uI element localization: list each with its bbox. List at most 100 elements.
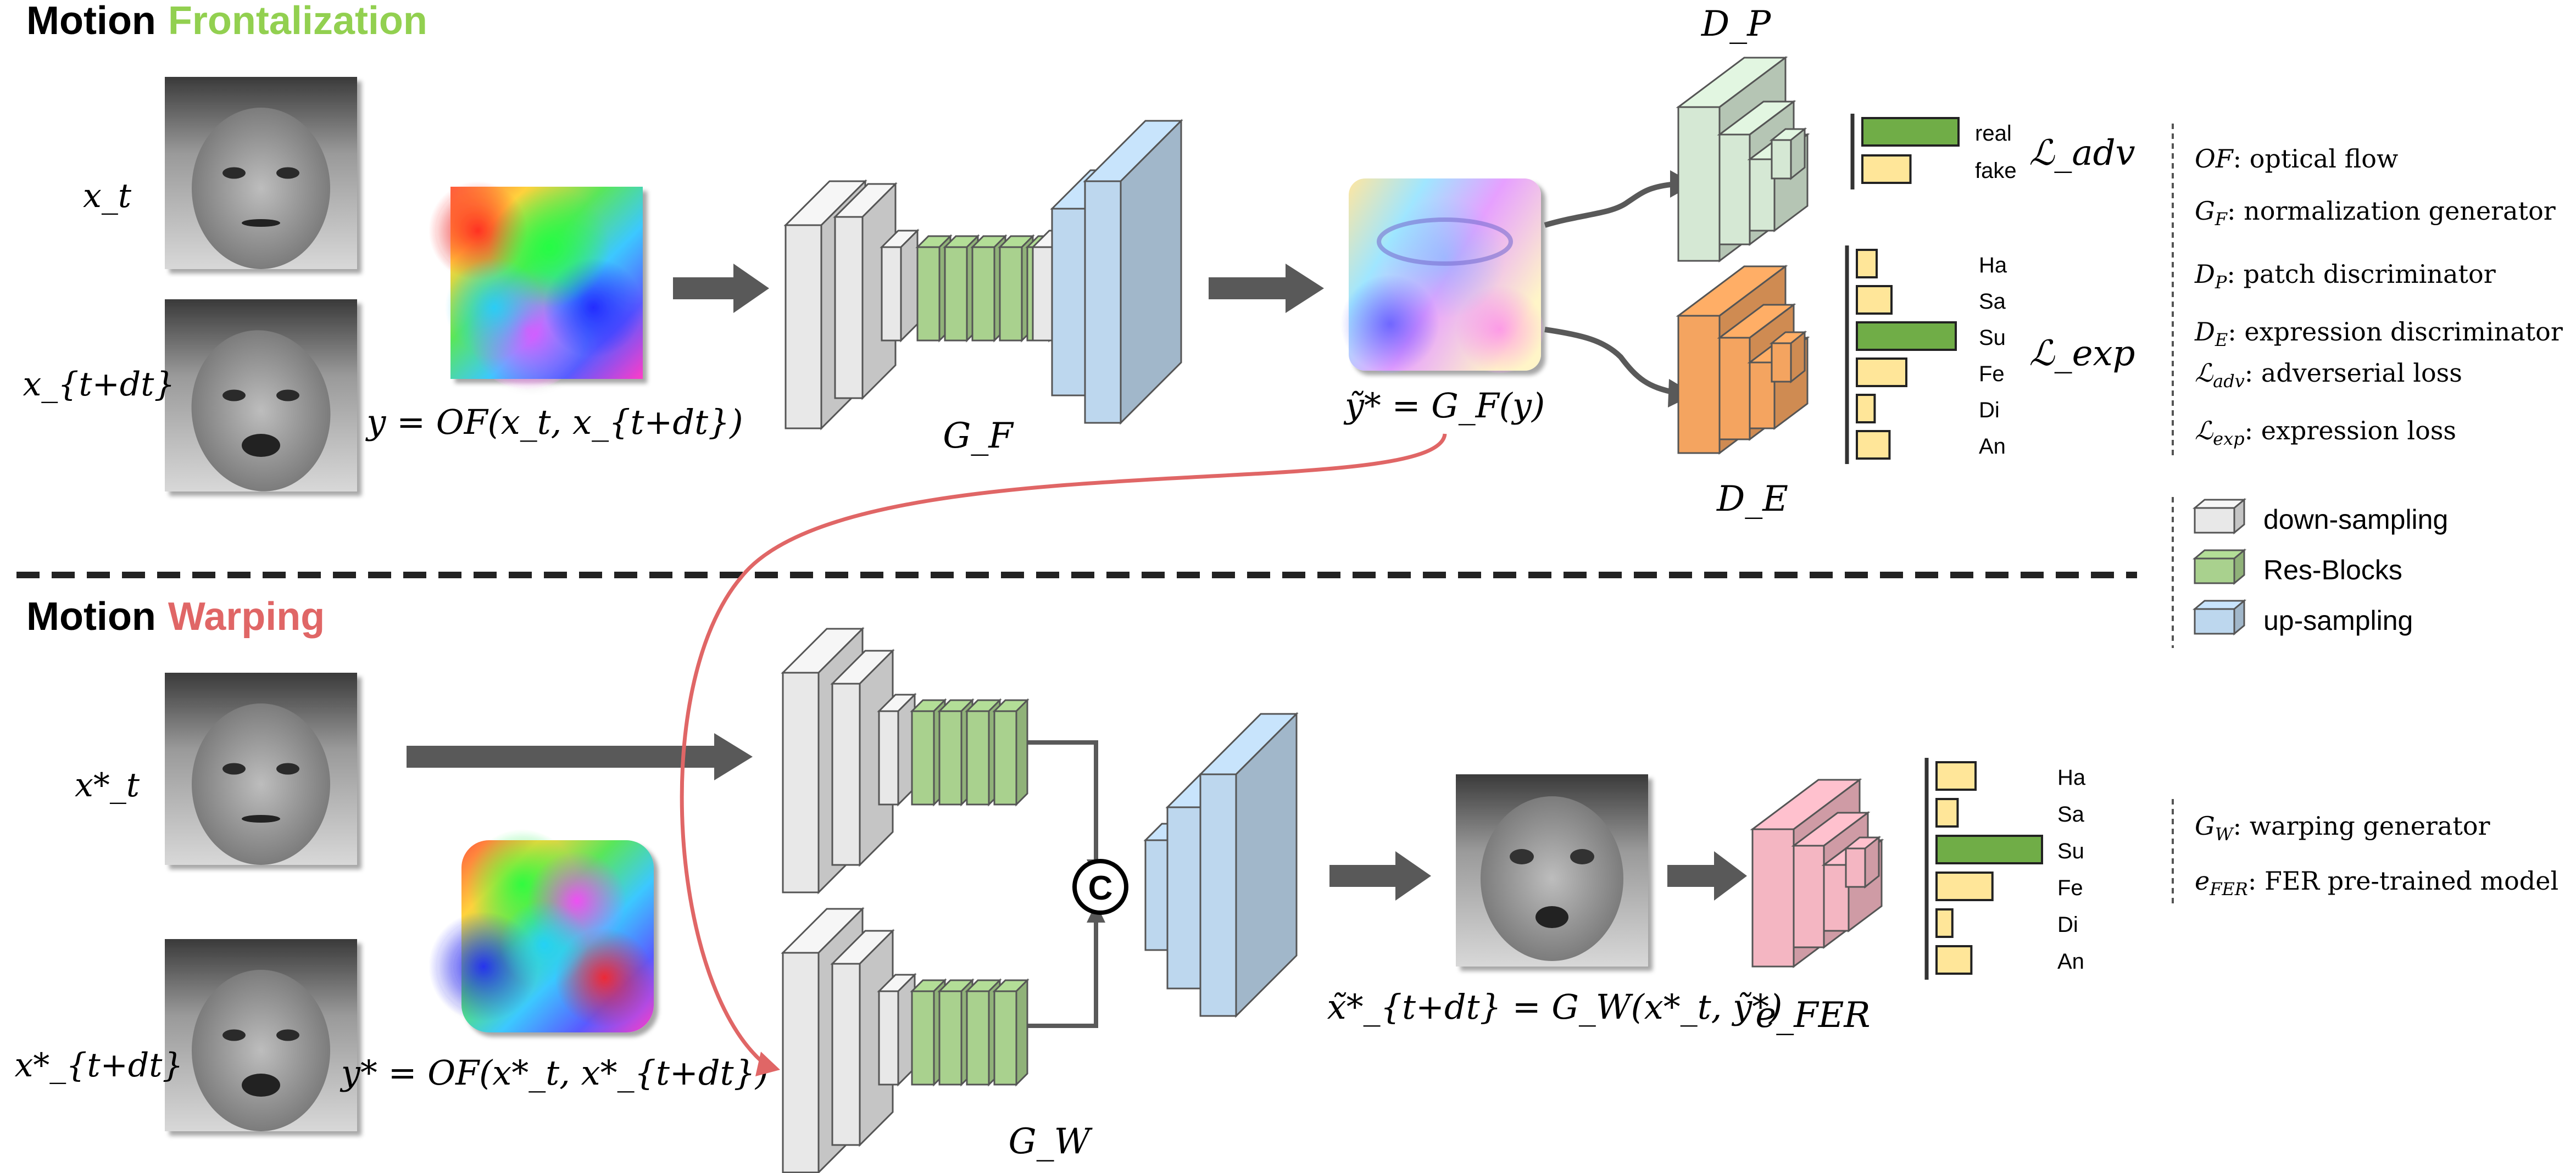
face-xtdt-mouth: [242, 434, 280, 457]
flow-label-bottom: y* = OF(x*_t, x*_{t+dt}): [340, 1053, 769, 1093]
gw-top-res-block-2-front: [938, 710, 962, 806]
dp-block-4-front: [1771, 139, 1792, 180]
gw-bottom-down-block-2: [830, 929, 895, 1147]
de-block-2-front: [1718, 337, 1751, 440]
face-xtdt-eye-right: [276, 389, 299, 401]
legend-block-2-front: [2194, 557, 2235, 584]
face-xtdt-star: [165, 939, 357, 1131]
legend-def-1-text: : optical flow: [2233, 144, 2399, 174]
legend-block-label-3: up-sampling: [2263, 605, 2413, 636]
discriminator-arrows: [1544, 181, 1676, 395]
gf-down-block-3-front: [881, 246, 902, 342]
legend-def-2-symbol: G: [2195, 196, 2215, 226]
gw-top-res-block-4-front: [993, 710, 1017, 806]
de-block-4: [1769, 330, 1807, 384]
face-xt-eye-right: [276, 167, 299, 179]
fer-bars-label-ha: Ha: [2057, 766, 2086, 790]
face-xt-star-mouth: [242, 815, 280, 823]
optical-flow-image-bottom: [429, 829, 654, 1032]
gf-down-block-2: [833, 182, 898, 400]
gw-bottom-res-block-2-front: [938, 990, 962, 1086]
legend-def-bottom-1-sub: W: [2215, 824, 2235, 845]
legend-def-5-sub: adv: [2213, 371, 2245, 392]
legend-def-4-text: : expression discriminator: [2228, 317, 2563, 347]
adv-bars-bar-real: [1861, 117, 1960, 147]
gw-top-res-block-4-side: [1015, 698, 1028, 807]
fer-bars-label-su: Su: [2057, 839, 2084, 863]
concat-connectors: [1016, 740, 1098, 1028]
loss-label-exp: ℒ_exp: [2029, 333, 2135, 374]
fer-bars-bar-an: [1935, 945, 1973, 975]
face-xt-head: [192, 108, 330, 269]
legend-def-4-sub: E: [2215, 329, 2228, 350]
flow-arrows: [407, 264, 1747, 901]
dp-block-4: [1769, 127, 1807, 181]
gw-bottom-down-block-3: [877, 973, 917, 1087]
fer-bars-bar-sa: [1935, 798, 1959, 828]
legend-def-1: OF: optical flow: [2195, 144, 2398, 174]
expr-bars-label-sa: Sa: [1979, 289, 2006, 314]
gw-up-block-1-front: [1144, 839, 1169, 951]
gw-bottom-res-block-4-front: [993, 990, 1017, 1086]
legend-block-3-front: [2194, 608, 2235, 635]
dp-block-2-front: [1718, 133, 1751, 245]
gf-down-block-2-front: [834, 216, 864, 399]
gw-top-down-block-1-front: [782, 672, 820, 893]
expr-bars-bar-di: [1856, 394, 1876, 423]
input-label-xtdt: x_{t+dt}: [23, 365, 175, 404]
face-xt-star-head: [192, 703, 330, 865]
gw-top-down-block-2-front: [831, 683, 861, 866]
legend-def-5: ℒadv: adverserial loss: [2195, 358, 2462, 392]
fer-block-1-front: [1751, 828, 1795, 968]
arrow-to-de: [1544, 327, 1676, 395]
legend-def-bottom-1-text: : warping generator: [2233, 811, 2490, 841]
arrow-output-to-fer: [1667, 851, 1747, 901]
face-xtdt-star-eye-left: [222, 1029, 246, 1041]
fer-bars-bar-di: [1935, 908, 1954, 938]
face-xt: [165, 77, 357, 269]
face-xtdt-star-head: [192, 970, 330, 1131]
gw-bottom-res-block-4-side: [1015, 978, 1028, 1087]
expr-bars-label-ha: Ha: [1979, 253, 2007, 277]
expr-bars-label-an: An: [1979, 434, 2006, 459]
legend-block-1: [2192, 498, 2247, 535]
legend-block-3: [2192, 599, 2247, 636]
legend-def-6-symbol: ℒ: [2195, 416, 2213, 445]
legend-def-5-text: : adverserial loss: [2245, 358, 2462, 388]
gf-up-block-2-front: [1084, 180, 1122, 424]
gw-up-block-2-front: [1166, 806, 1201, 990]
adv-bars-label-real: real: [1975, 121, 2012, 146]
feedback-arrowhead: [755, 1052, 780, 1076]
legend-def-6-sub: exp: [2213, 428, 2244, 449]
face-xt-star: [165, 673, 357, 865]
fer-bars-bar-su: [1935, 835, 2043, 864]
expr-bars-bar-an: [1856, 430, 1891, 460]
legend-def-4-symbol: D: [2194, 317, 2215, 347]
expr-bars-bar-fe: [1856, 358, 1907, 387]
face-xt-eye-left: [222, 167, 246, 179]
gw-bottom-res-block-3-front: [966, 990, 990, 1086]
gw-top-res-block-3-front: [966, 710, 990, 806]
legend-def-2: GF: normalization generator: [2195, 196, 2556, 230]
gf-res-block-1-front: [916, 246, 941, 342]
legend-def-2-text: : normalization generator: [2227, 196, 2556, 226]
loss-label-adv: ℒ_adv: [2029, 133, 2135, 174]
legend-def-3-sub: P: [2215, 272, 2227, 293]
gf-bottleneck-block-front: [1032, 246, 1053, 342]
face-xtdt-star-eye-right: [276, 1029, 299, 1041]
fer-block-4: [1843, 835, 1882, 889]
gf-res-block-1: [915, 234, 953, 343]
gw-up-block-3: [1198, 712, 1299, 1018]
generator-label-gw: G_W: [1009, 1121, 1093, 1162]
flow-label-top: y = OF(x_t, x_{t+dt}): [365, 402, 743, 442]
legend-def-bottom-2-text: : FER pre-trained model: [2248, 866, 2558, 896]
gw-top-res-block-1-front: [911, 710, 935, 806]
input-label-xt: x_t: [83, 177, 132, 215]
frontalized-flow-image: [1340, 178, 1544, 373]
fer-bars-bar-ha: [1935, 761, 1977, 791]
gw-bottom-res-block-4: [992, 978, 1030, 1087]
